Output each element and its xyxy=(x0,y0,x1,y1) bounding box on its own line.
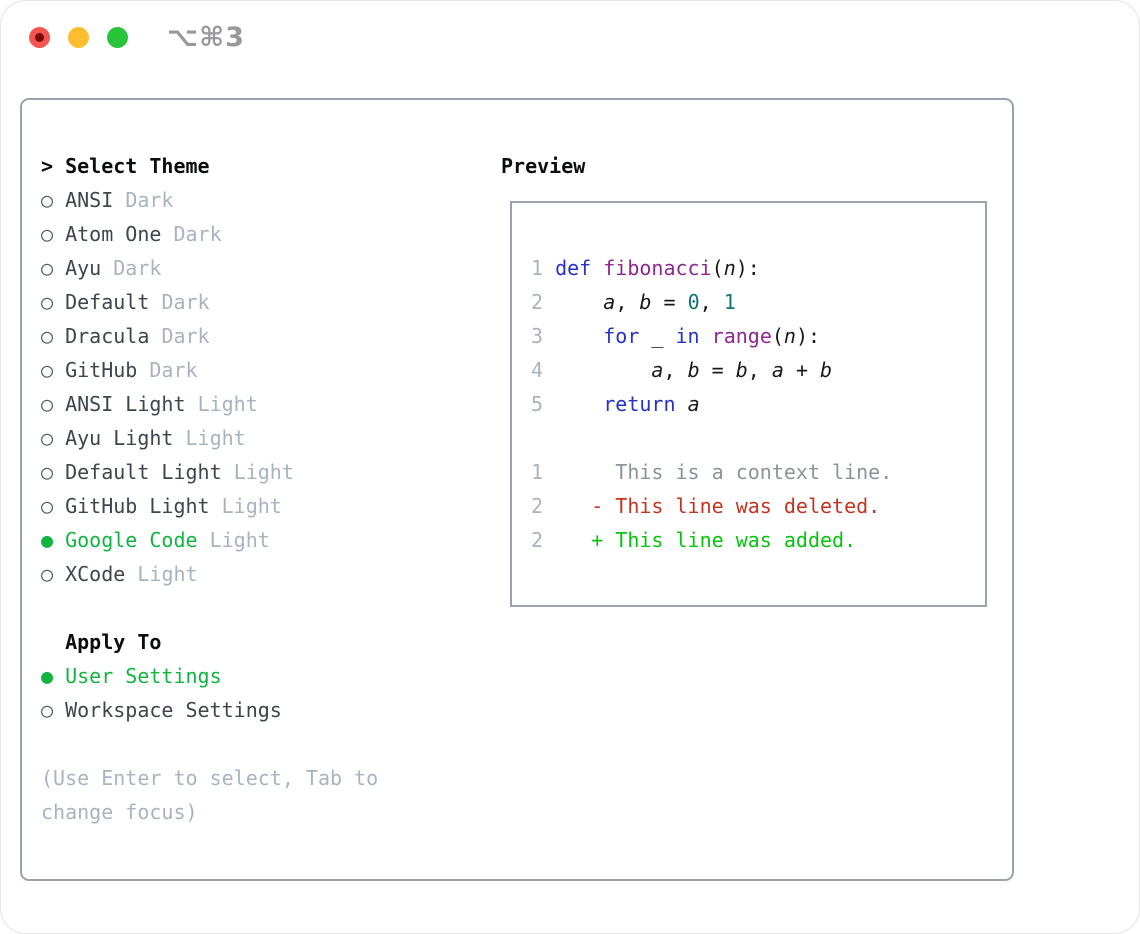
radio-icon: ○ xyxy=(41,188,54,212)
hint-line: change focus) xyxy=(41,800,198,824)
theme-option-xcode[interactable]: ○ XCode Light xyxy=(41,557,378,591)
theme-name: XCode xyxy=(65,562,126,586)
theme-name: ANSI Light xyxy=(65,392,186,416)
radio-icon: ○ xyxy=(41,324,54,348)
theme-selector: > Select Theme ○ ANSI Dark○ Atom One Dar… xyxy=(41,149,378,829)
theme-name: GitHub xyxy=(65,358,138,382)
radio-icon: ○ xyxy=(41,698,54,722)
apply-option-label: Workspace Settings xyxy=(65,698,282,722)
theme-variant: Dark xyxy=(161,290,210,314)
hint-line: (Use Enter to select, Tab to xyxy=(41,766,379,790)
radio-icon: ○ xyxy=(41,562,54,586)
code-line-2: 2 a, b = 0, 1 xyxy=(531,290,736,314)
minimize-button[interactable] xyxy=(68,27,89,48)
theme-option-ayu-light[interactable]: ○ Ayu Light Light xyxy=(41,421,378,455)
radio-selected-icon: ● xyxy=(41,664,54,688)
radio-icon: ○ xyxy=(41,460,54,484)
spacer xyxy=(41,727,378,761)
theme-variant: Light xyxy=(185,426,246,450)
radio-selected-icon: ● xyxy=(41,528,54,552)
code-line-1: 1 def fibonacci(n): xyxy=(531,256,760,280)
close-button[interactable] xyxy=(29,27,50,48)
diff-deleted-line: 2 - This line was deleted. xyxy=(531,494,881,518)
radio-icon: ○ xyxy=(41,290,54,314)
hint-text: (Use Enter to select, Tab to change focus… xyxy=(41,761,378,829)
code-line-3: 3 for _ in range(n): xyxy=(531,324,821,348)
theme-variant: Dark xyxy=(149,358,198,382)
theme-name: Default xyxy=(65,290,150,314)
radio-icon: ○ xyxy=(41,222,54,246)
theme-name: ANSI xyxy=(65,188,114,212)
code-line-5: 5 return a xyxy=(531,392,700,416)
radio-icon: ○ xyxy=(41,256,54,280)
preview-header: Preview xyxy=(501,154,586,178)
titlebar[interactable]: ⌥⌘3 xyxy=(1,1,1139,75)
theme-option-atom-one[interactable]: ○ Atom One Dark xyxy=(41,217,378,251)
theme-variant: Light xyxy=(233,460,294,484)
theme-variant: Dark xyxy=(125,188,174,212)
theme-option-google-code[interactable]: ● Google Code Light xyxy=(41,523,378,557)
radio-icon: ○ xyxy=(41,426,54,450)
apply-option-user-settings[interactable]: ● User Settings xyxy=(41,659,378,693)
code-line-4: 4 a, b = b, a + b xyxy=(531,358,833,382)
zoom-button[interactable] xyxy=(107,27,128,48)
apply-option-workspace-settings[interactable]: ○ Workspace Settings xyxy=(41,693,378,727)
theme-option-ansi-light[interactable]: ○ ANSI Light Light xyxy=(41,387,378,421)
preview-box: 1 def fibonacci(n): 2 a, b = 0, 1 3 for _ … xyxy=(510,201,987,607)
select-theme-header: > Select Theme xyxy=(41,154,210,178)
close-dot-icon xyxy=(35,33,44,42)
radio-icon: ○ xyxy=(41,358,54,382)
theme-option-default[interactable]: ○ Default Dark xyxy=(41,285,378,319)
theme-variant: Light xyxy=(137,562,198,586)
theme-option-github-light[interactable]: ○ GitHub Light Light xyxy=(41,489,378,523)
theme-variant: Dark xyxy=(113,256,162,280)
theme-name: Ayu Light xyxy=(65,426,174,450)
diff-context-line: 1 This is a context line. xyxy=(531,460,893,484)
window-title-shortcut: ⌥⌘3 xyxy=(167,22,245,53)
theme-variant: Light xyxy=(221,494,282,518)
theme-variant: Dark xyxy=(161,324,210,348)
theme-name: Google Code xyxy=(65,528,198,552)
apply-option-label: User Settings xyxy=(65,664,222,688)
blank-line xyxy=(531,421,892,455)
theme-name: Atom One xyxy=(65,222,162,246)
theme-option-default-light[interactable]: ○ Default Light Light xyxy=(41,455,378,489)
radio-icon: ○ xyxy=(41,494,54,518)
theme-variant: Dark xyxy=(173,222,222,246)
theme-variant: Light xyxy=(209,528,270,552)
theme-name: Dracula xyxy=(65,324,150,348)
theme-name: Default Light xyxy=(65,460,222,484)
radio-icon: ○ xyxy=(41,392,54,416)
theme-name: GitHub Light xyxy=(65,494,210,518)
apply-to-header: Apply To xyxy=(41,630,162,654)
preview-code: 1 def fibonacci(n): 2 a, b = 0, 1 3 for _ … xyxy=(531,251,892,557)
theme-name: Ayu xyxy=(65,256,102,280)
spacer xyxy=(41,591,378,625)
diff-added-line: 2 + This line was added. xyxy=(531,528,857,552)
theme-option-ayu[interactable]: ○ Ayu Dark xyxy=(41,251,378,285)
theme-list: ○ ANSI Dark○ Atom One Dark○ Ayu Dark○ De… xyxy=(41,183,378,591)
apply-to-list: ● User Settings○ Workspace Settings xyxy=(41,659,378,727)
theme-option-dracula[interactable]: ○ Dracula Dark xyxy=(41,319,378,353)
theme-option-github[interactable]: ○ GitHub Dark xyxy=(41,353,378,387)
theme-option-ansi[interactable]: ○ ANSI Dark xyxy=(41,183,378,217)
theme-variant: Light xyxy=(197,392,258,416)
